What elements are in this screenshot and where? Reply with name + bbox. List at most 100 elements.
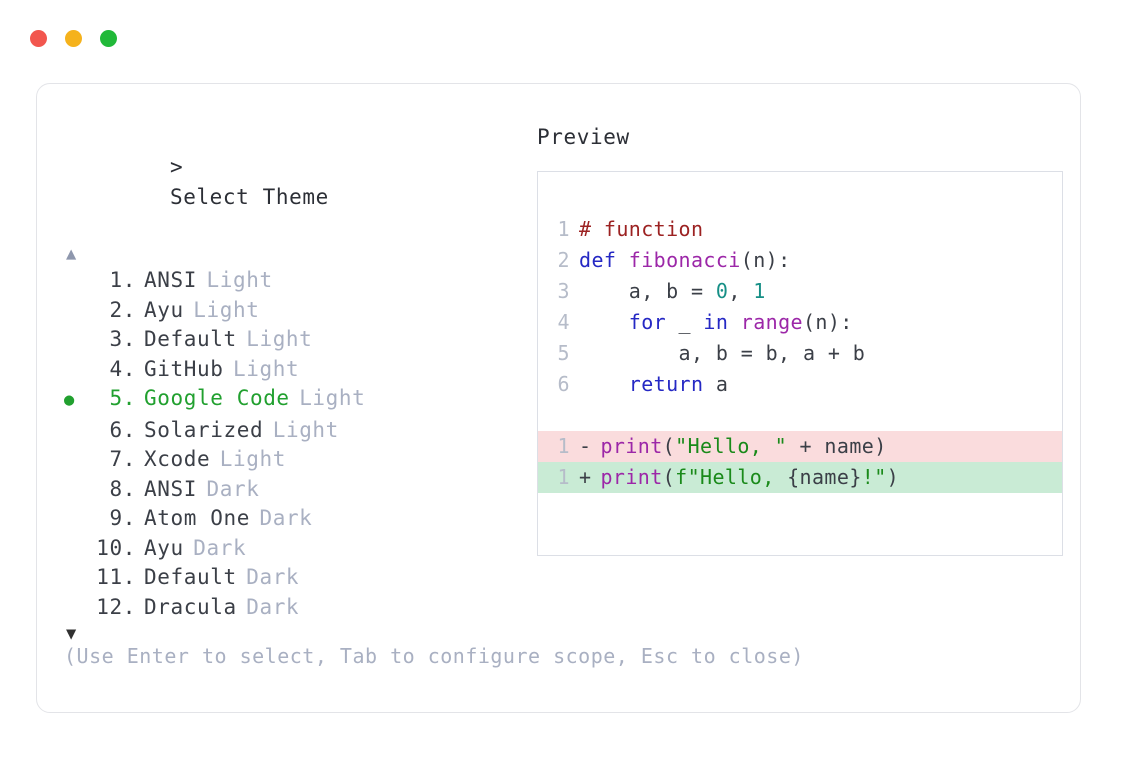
picker-prompt: > Select Theme [64, 122, 534, 242]
diff-added-line: 1+ print(f"Hello, {name}!") [538, 462, 1062, 493]
theme-item-index: 8. [109, 476, 136, 501]
code-token: + name) [787, 434, 887, 458]
theme-list-item[interactable]: 10. Ayu Dark [64, 534, 534, 564]
code-token: for [628, 310, 667, 334]
diff-spacer [588, 434, 600, 458]
code-token: fibonacci [628, 248, 741, 272]
code-token: a, b = b, a + b [579, 341, 866, 365]
code-token: return [628, 372, 704, 396]
line-number: 1 [557, 217, 570, 241]
theme-item-name: Xcode [144, 447, 211, 471]
preview-label: Preview [537, 125, 630, 149]
scroll-up-icon[interactable]: ▲ [66, 244, 77, 264]
code-token [579, 372, 629, 396]
line-number: 1 [557, 434, 570, 458]
code-line: 3 a, b = 0, 1 [538, 276, 1062, 307]
prompt-caret-icon: > [169, 155, 184, 179]
theme-item-variant: Dark [246, 594, 300, 619]
theme-list-item[interactable]: 1. ANSI Light [64, 266, 534, 296]
theme-item-variant: Dark [259, 506, 313, 530]
line-number: 1 [557, 465, 570, 489]
maximize-dot[interactable] [100, 30, 117, 47]
code-blank-line [538, 400, 1062, 431]
theme-item-name: Default [144, 565, 237, 589]
window-controls [30, 30, 117, 47]
theme-item-index: 5. [109, 386, 136, 410]
code-token: a [703, 372, 729, 396]
theme-list-item[interactable]: 6. Solarized Light [64, 416, 534, 446]
code-token: print [600, 434, 663, 458]
theme-item-index: 9. [109, 506, 136, 530]
theme-item-name: Default [144, 327, 237, 351]
theme-item-name: Ayu [144, 297, 184, 322]
line-number: 5 [557, 341, 570, 365]
theme-item-name: ANSI [144, 476, 197, 501]
theme-item-index: 2. [109, 297, 136, 322]
theme-item-index: 7. [109, 447, 136, 471]
code-token: (n): [802, 310, 853, 334]
code-token: (n): [740, 248, 791, 272]
close-dot[interactable] [30, 30, 47, 47]
keyboard-hint: (Use Enter to select, Tab to configure s… [64, 644, 804, 668]
code-token: , [728, 279, 754, 303]
minimize-dot[interactable] [65, 30, 82, 47]
theme-item-index: 1. [109, 268, 136, 292]
code-token: in [703, 310, 729, 334]
theme-item-index: 12. [96, 594, 136, 619]
theme-item-index: 10. [96, 535, 136, 560]
line-number: 3 [557, 279, 570, 303]
code-token: ( [662, 465, 676, 489]
page-title: Select Theme [169, 185, 329, 209]
theme-item-variant: Dark [193, 535, 247, 560]
theme-item-variant: Light [246, 327, 313, 351]
theme-item-variant: Light [206, 268, 273, 292]
theme-item-variant: Light [232, 356, 300, 381]
theme-item-index: 6. [109, 417, 136, 442]
theme-item-variant: Light [219, 447, 286, 471]
theme-item-variant: Light [299, 386, 366, 410]
theme-list-item[interactable]: 12. Dracula Dark [64, 593, 534, 623]
code-token [728, 310, 740, 334]
theme-item-variant: Light [193, 297, 260, 322]
theme-list-item[interactable]: 8. ANSI Dark [64, 475, 534, 505]
code-token: !" [861, 465, 887, 489]
code-line: 1 # function [538, 214, 1062, 245]
line-number: 4 [557, 310, 570, 334]
theme-item-variant: Dark [206, 476, 260, 501]
theme-item-index: 4. [109, 356, 136, 381]
code-token: def [579, 248, 629, 272]
code-token: range [740, 310, 803, 334]
code-token: 0 [715, 279, 729, 303]
code-token: "Hello, " [675, 434, 788, 458]
theme-item-variant: Light [272, 417, 339, 442]
code-token: f"Hello, [675, 465, 788, 489]
code-token: ( [662, 434, 676, 458]
code-line: 4 for _ in range(n): [538, 307, 1062, 338]
theme-item-index: 11. [96, 565, 136, 589]
scroll-down-icon[interactable]: ▼ [66, 624, 77, 644]
code-line: 6 return a [538, 369, 1062, 400]
theme-list-item[interactable]: 2. Ayu Light [64, 296, 534, 326]
diff-removed-line: 1- print("Hello, " + name) [538, 431, 1062, 462]
theme-list-item[interactable]: 7. Xcode Light [64, 445, 534, 475]
line-number: 6 [557, 372, 570, 396]
code-token: _ [666, 310, 704, 334]
code-token: {name} [787, 465, 862, 489]
code-token [579, 310, 629, 334]
selected-bullet-icon: ● [64, 390, 75, 410]
theme-item-name: Dracula [144, 594, 237, 619]
code-token: # function [579, 217, 704, 241]
theme-item-name: Ayu [144, 535, 184, 560]
diff-spacer [588, 465, 600, 489]
theme-item-name: ANSI [144, 268, 197, 292]
theme-item-name: Solarized [144, 417, 264, 442]
